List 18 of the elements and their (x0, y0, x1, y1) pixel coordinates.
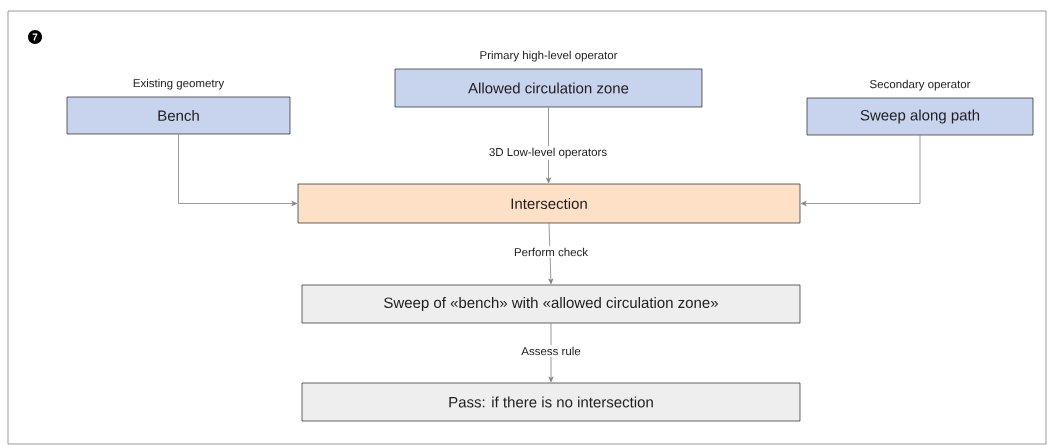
arrow (546, 106, 551, 184)
box-heading: Secondary operator (870, 79, 971, 91)
arrow (548, 322, 554, 383)
process-box: Sweep of «bench» with «allowed circulation zone» (301, 284, 801, 324)
box-heading: Primary high-level operator (480, 50, 618, 62)
box-heading: Existing geometry (133, 78, 225, 90)
number-badge: 7 (28, 30, 42, 44)
process-box: Pass: if there is no intersection (301, 382, 801, 422)
arrow (548, 222, 554, 285)
arrow (178, 133, 298, 206)
process-box: Sweep along path (806, 97, 1034, 136)
edge-label: 3D Low-level operators (487, 146, 609, 160)
arrow (800, 134, 921, 206)
edge-label: Perform check (512, 246, 590, 258)
process-box: Intersection (297, 183, 801, 224)
process-box: Bench (66, 96, 291, 135)
process-box: Allowed circulation zone (394, 68, 703, 108)
edge-label: Assess rule (519, 345, 583, 357)
